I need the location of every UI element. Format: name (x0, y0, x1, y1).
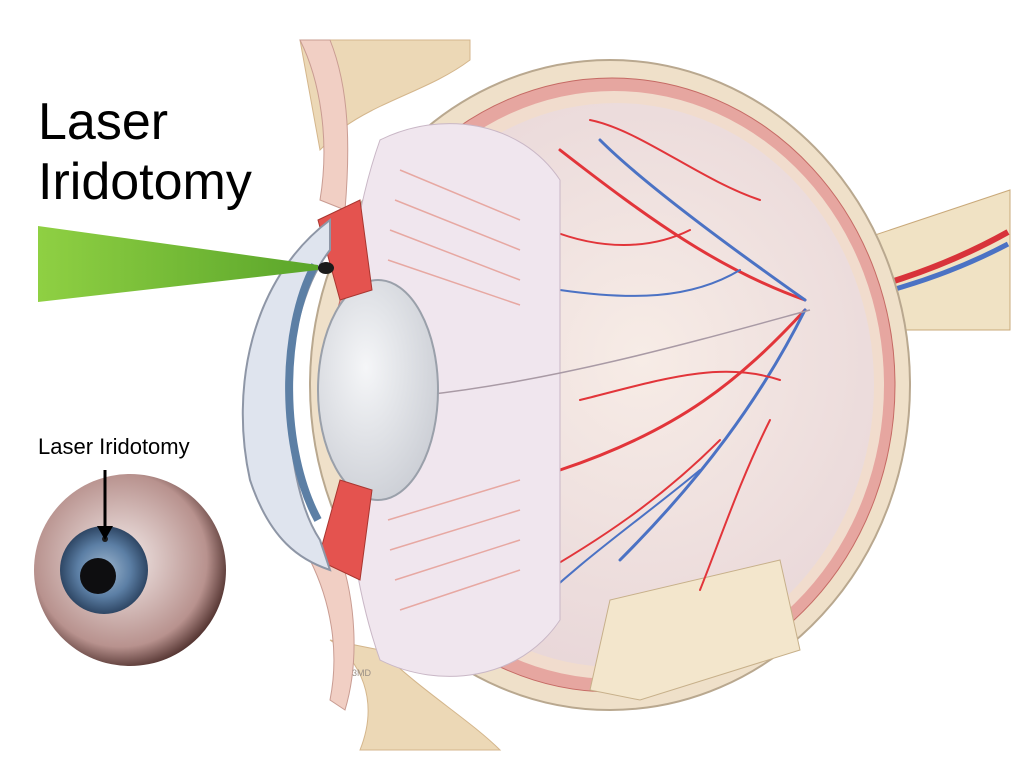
iridotomy-hole (318, 262, 334, 274)
down-arrow-icon (97, 470, 113, 540)
sclera-cutaway (589, 559, 801, 701)
anterior-chamber (285, 263, 322, 522)
laser-beam (38, 226, 318, 302)
pupil (80, 558, 116, 594)
inset-eyeball (34, 474, 226, 666)
iris-lower (317, 479, 373, 581)
ciliary-striations (387, 169, 521, 611)
title-line-1: Laser (38, 93, 169, 151)
credit-watermark: 3MD (352, 668, 372, 678)
iris-upper (317, 199, 373, 301)
retinal-detachment-line (424, 309, 811, 396)
inset-label: Laser Iridotomy (38, 434, 190, 459)
title-line-2: Iridotomy (38, 153, 252, 211)
eyelid-bottom (309, 554, 355, 711)
orbit-bone-bottom (329, 639, 502, 751)
title: Laser Iridotomy (38, 92, 252, 212)
lens (317, 279, 439, 501)
